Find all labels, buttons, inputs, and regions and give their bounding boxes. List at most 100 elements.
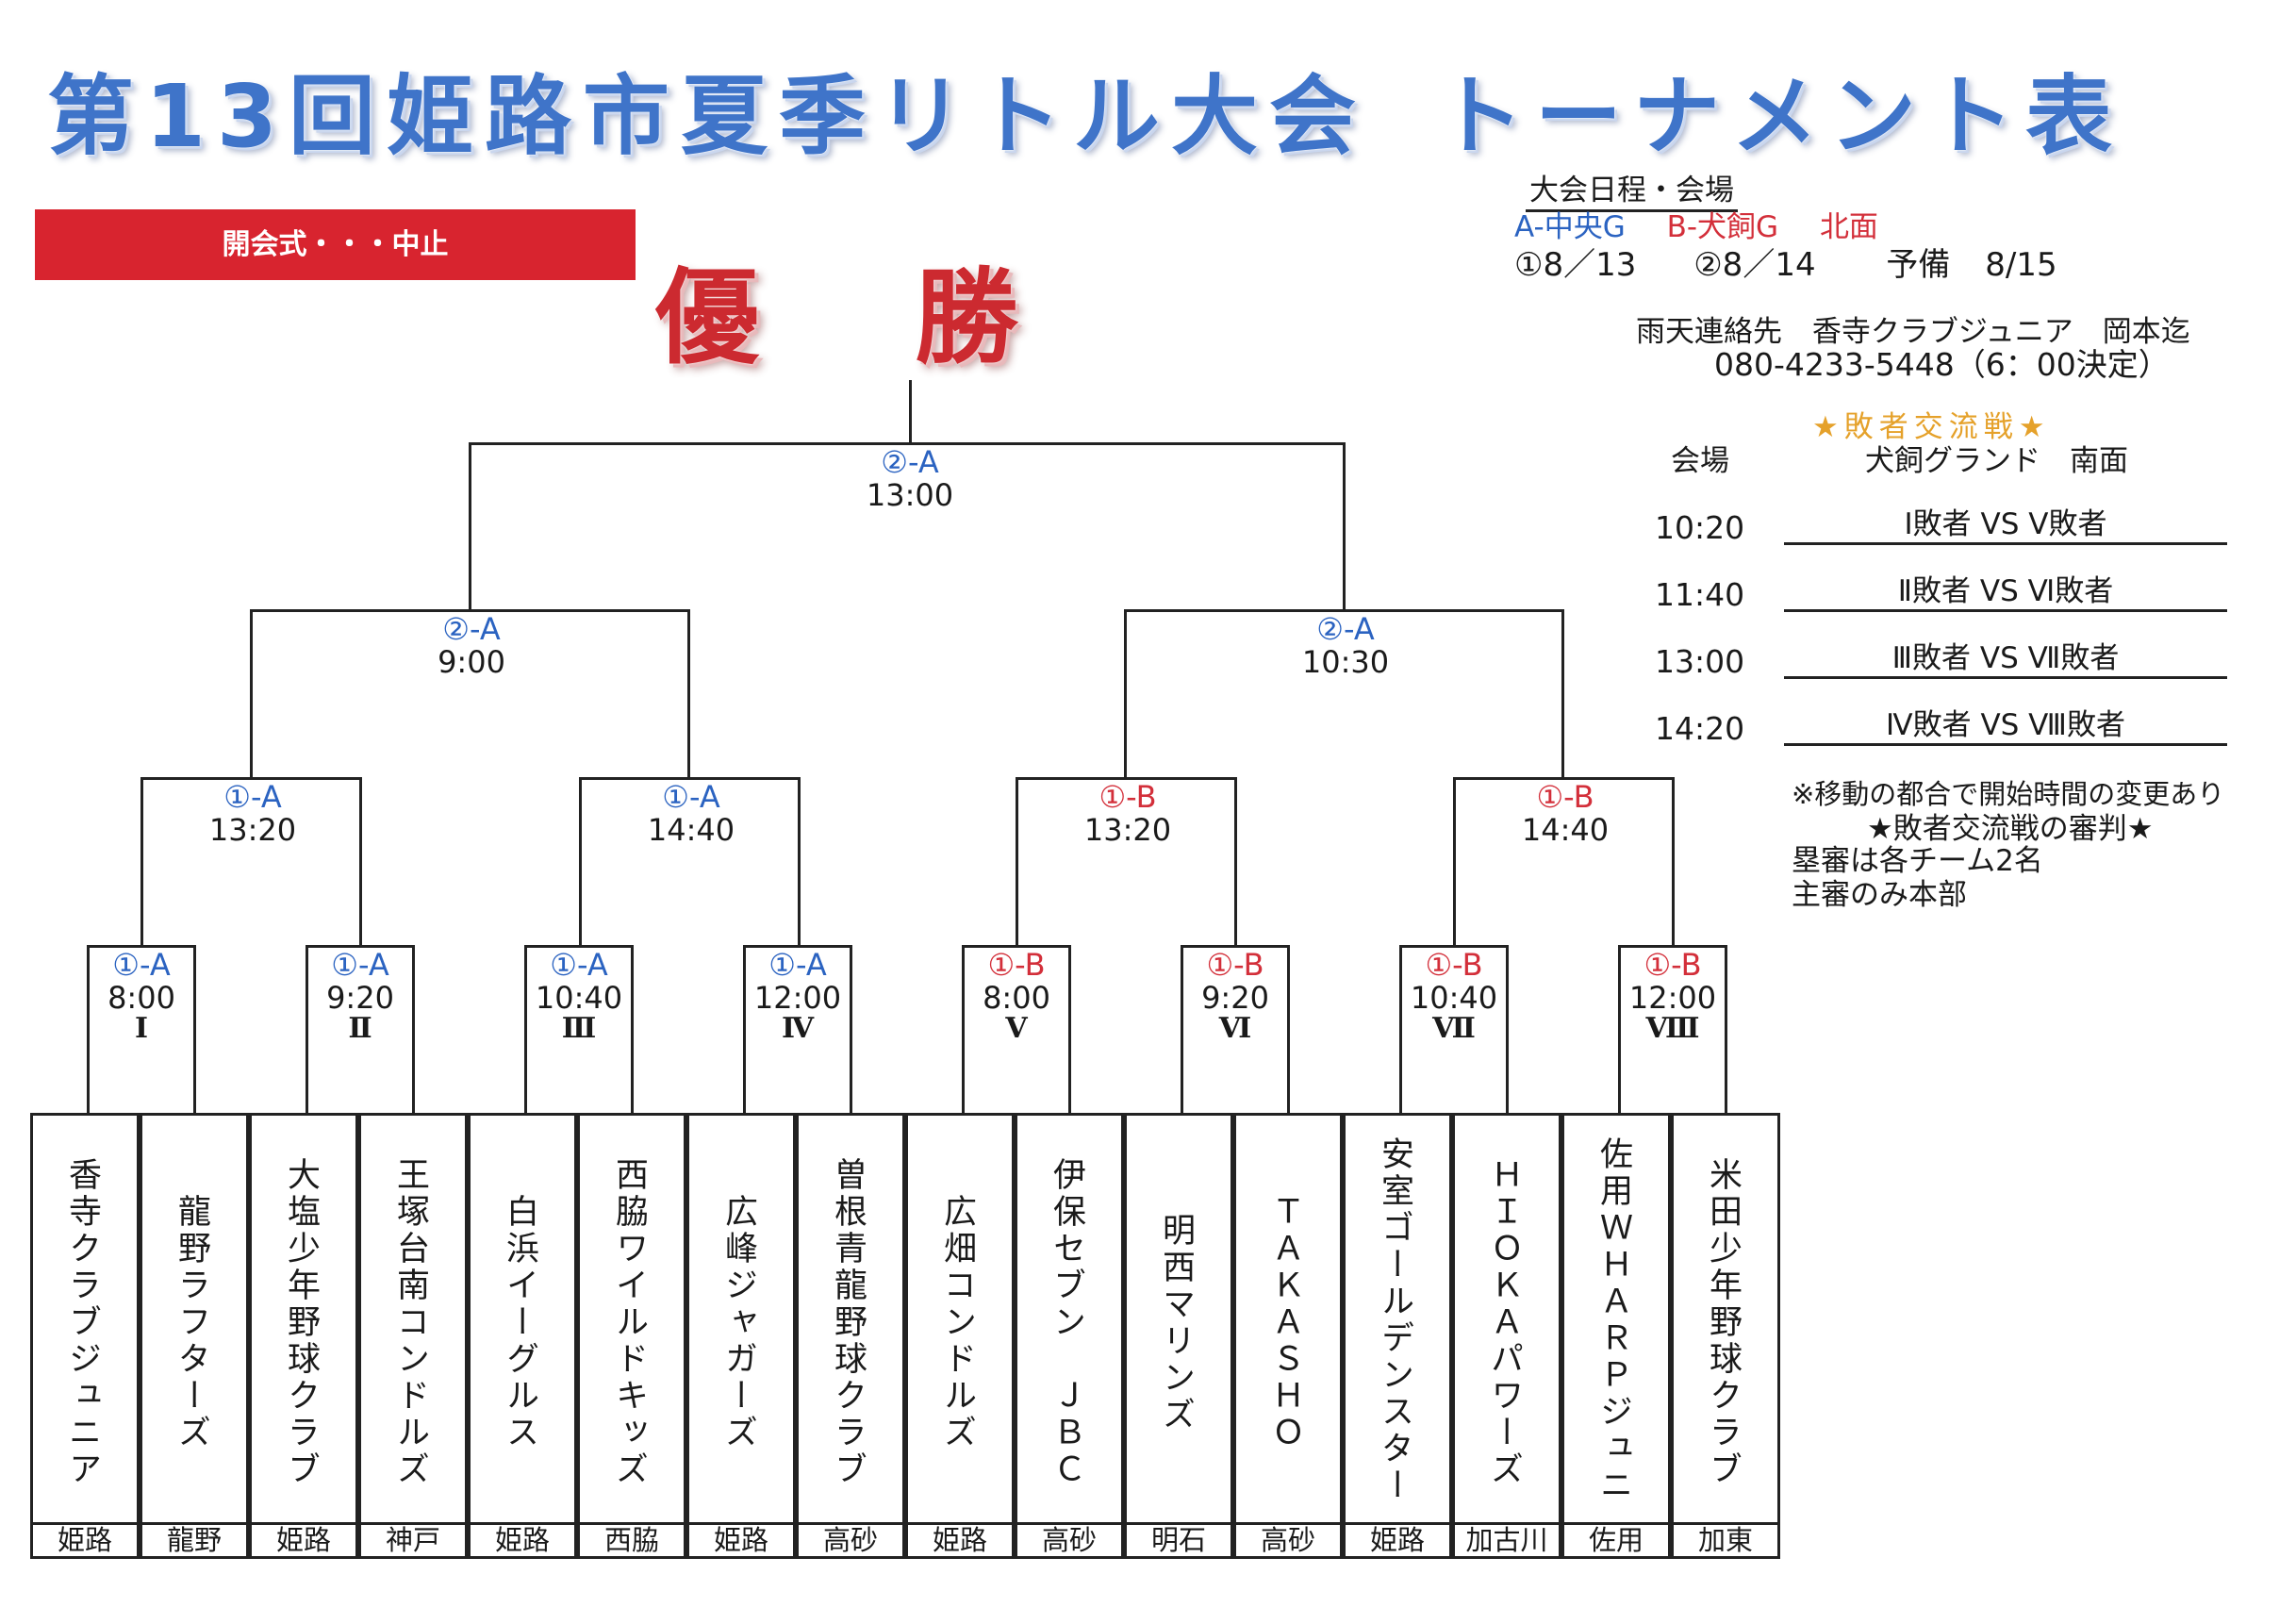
match-r1-time: 8:00 xyxy=(983,979,1050,1016)
team-cell: 佐用ＷＨＡＲＰジュニア xyxy=(1561,1113,1671,1525)
victory-heading: 優勝 xyxy=(655,266,1018,370)
match-r1-number: Ⅷ xyxy=(1645,1012,1700,1046)
victory-char-1: 優 xyxy=(655,257,759,378)
match-r1-code: ①-B xyxy=(1425,947,1483,983)
day2-date: ②8／14 xyxy=(1693,246,1816,284)
team-cell: 曽根青龍野球クラブ xyxy=(796,1113,905,1525)
match-r1-time: 9:20 xyxy=(326,979,394,1016)
venue-b-note: 北面 xyxy=(1819,210,1878,244)
match-r2-code: ①-A xyxy=(662,779,720,815)
match-r1-number: Ⅱ xyxy=(348,1012,372,1046)
date-line: ①8／13 ②8／14 予備 8/15 xyxy=(1514,245,2057,286)
match-final-code: ②-A xyxy=(881,444,939,480)
team-city: 西脇 xyxy=(577,1525,686,1559)
team-name: 米田少年野球クラブ xyxy=(1704,1157,1742,1488)
team-name: ＨＩＯＫＡパワーズ xyxy=(1485,1157,1523,1488)
match-r1-time: 10:40 xyxy=(1410,979,1498,1016)
venue-line: A-中央G B-犬飼G 北面 xyxy=(1514,209,1878,246)
team-city: 佐用 xyxy=(1561,1525,1671,1559)
consolation-note-time-change: ※移動の都合で開始時間の変更あり xyxy=(1792,778,2225,810)
match-r1-number: Ⅶ xyxy=(1432,1012,1476,1046)
team-name: 広峰ジャガーズ xyxy=(719,1194,757,1451)
team-name: 白浜イーグルス xyxy=(501,1194,538,1451)
team-name: 龍野ラフターズ xyxy=(173,1194,210,1451)
venue-a: A-中央G xyxy=(1514,210,1626,244)
match-r1-2: ①-A 9:20 Ⅱ xyxy=(308,949,412,1044)
team-cell: ＨＩＯＫＡパワーズ xyxy=(1452,1113,1561,1525)
team-cell: 西脇ワイルドキッズ xyxy=(577,1113,686,1525)
team-city: 姫路 xyxy=(249,1525,358,1559)
match-r2-3: ①-B 13:20 xyxy=(1033,781,1222,846)
match-r2-code: ①-B xyxy=(1098,779,1157,815)
consolation-match-1: Ⅰ敗者 VS Ⅴ敗者 xyxy=(1784,506,2227,545)
team-city: 加古川 xyxy=(1452,1525,1561,1559)
match-r1-1: ①-A 8:00 Ⅰ xyxy=(90,949,193,1044)
team-city: 神戸 xyxy=(358,1525,468,1559)
team-cell: 大塩少年野球クラブ xyxy=(249,1113,358,1525)
team-name: 曽根青龍野球クラブ xyxy=(829,1157,867,1488)
victory-char-2: 勝 xyxy=(915,257,1018,378)
team-name: 伊保セブン ＪＢＣ xyxy=(1048,1157,1085,1488)
team-cell: 香寺クラブジュニア xyxy=(30,1113,140,1525)
match-r1-number: Ⅴ xyxy=(1005,1012,1028,1046)
team-name: 安室ゴールデンスターズ xyxy=(1376,1136,1413,1504)
team-name: 香寺クラブジュニア xyxy=(63,1157,101,1488)
match-r1-code: ①-B xyxy=(1206,947,1264,983)
match-r1-time: 10:40 xyxy=(535,979,623,1016)
match-r1-code: ①-A xyxy=(112,947,171,983)
team-city: 高砂 xyxy=(796,1525,905,1559)
team-cell: 白浜イーグルス xyxy=(468,1113,577,1525)
consolation-venue: 犬飼グランド 南面 xyxy=(1865,444,2128,478)
venue-b: B-犬飼G xyxy=(1666,210,1779,244)
team-city: 高砂 xyxy=(1015,1525,1124,1559)
match-final: ②-A 13:00 xyxy=(816,446,1004,511)
match-semi-time: 10:30 xyxy=(1301,643,1390,680)
team-name: 佐用ＷＨＡＲＰジュニア xyxy=(1594,1136,1632,1504)
match-r1-number: Ⅵ xyxy=(1218,1012,1252,1046)
team-city: 高砂 xyxy=(1233,1525,1343,1559)
match-r1-4: ①-A 12:00 Ⅳ xyxy=(746,949,850,1044)
reserve-label: 予備 xyxy=(1886,246,1951,284)
consolation-note-umpire-heading: ★敗者交流戦の審判★ xyxy=(1867,812,2154,846)
consolation-time-2: 11:40 xyxy=(1655,576,1745,613)
rain-contact-line: 雨天連絡先 香寺クラブジュニア 岡本迄 xyxy=(1636,314,2190,351)
team-cell: ＴＡＫＡＳＨＯ xyxy=(1233,1113,1343,1525)
match-semi-2: ②-A 10:30 xyxy=(1251,613,1440,678)
match-r2-time: 13:20 xyxy=(1083,811,1172,848)
team-cell: 明西マリンズ xyxy=(1124,1113,1233,1525)
match-semi-code: ②-A xyxy=(1316,611,1375,647)
match-r2-4: ①-B 14:40 xyxy=(1471,781,1660,846)
consolation-match-3: Ⅲ敗者 VS Ⅶ敗者 xyxy=(1784,640,2227,679)
match-semi-time: 9:00 xyxy=(438,643,505,680)
consolation-time-1: 10:20 xyxy=(1655,509,1745,546)
match-r1-7: ①-B 10:40 Ⅶ xyxy=(1402,949,1506,1044)
team-name: 広畑コンドルズ xyxy=(938,1194,976,1451)
consolation-note-base-umpires: 塁審は各チーム2名 xyxy=(1792,844,2043,878)
match-r2-1: ①-A 13:20 xyxy=(158,781,347,846)
team-name: 明西マリンズ xyxy=(1157,1212,1195,1433)
team-city: 龍野 xyxy=(140,1525,249,1559)
team-name: 王塚台南コンドルズ xyxy=(391,1157,429,1488)
team-city: 明石 xyxy=(1124,1525,1233,1559)
team-cell: 広峰ジャガーズ xyxy=(686,1113,796,1525)
team-cell: 広畑コンドルズ xyxy=(905,1113,1015,1525)
team-cell: 安室ゴールデンスターズ xyxy=(1343,1113,1452,1525)
match-r1-number: Ⅲ xyxy=(561,1012,597,1046)
rain-contact-label: 雨天連絡先 xyxy=(1636,315,1782,349)
team-city: 姫路 xyxy=(905,1525,1015,1559)
match-r2-time: 14:40 xyxy=(647,811,735,848)
rain-contact-name: 香寺クラブジュニア 岡本迄 xyxy=(1811,315,2190,349)
team-cell: 王塚台南コンドルズ xyxy=(358,1113,468,1525)
match-r1-number: Ⅳ xyxy=(781,1012,815,1046)
match-r1-5: ①-B 8:00 Ⅴ xyxy=(965,949,1068,1044)
match-r2-time: 13:20 xyxy=(208,811,297,848)
match-r1-number: Ⅰ xyxy=(134,1012,149,1046)
day1-date: ①8／13 xyxy=(1514,246,1637,284)
reserve-date: 8/15 xyxy=(1985,246,2057,284)
team-city: 姫路 xyxy=(30,1525,140,1559)
match-r1-code: ①-A xyxy=(331,947,389,983)
match-r2-2: ①-A 14:40 xyxy=(597,781,785,846)
team-cell: 米田少年野球クラブ xyxy=(1671,1113,1780,1525)
consolation-note-plate-umpire: 主審のみ本部 xyxy=(1792,878,1967,912)
page-title: 第13回姫路市夏季リトル大会トーナメント表 xyxy=(47,74,2123,160)
